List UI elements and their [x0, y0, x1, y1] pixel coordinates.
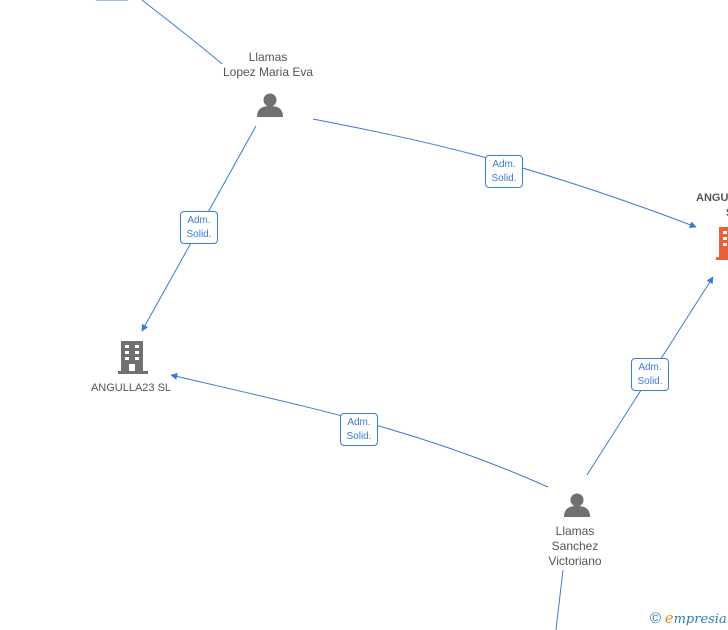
edge-label-top-to-left[interactable]: Adm. Solid.	[180, 211, 218, 244]
person-top-line1: Llamas	[248, 50, 288, 64]
brand-initial: e	[664, 609, 674, 627]
edge-label-type: Solid.	[491, 173, 517, 184]
copyright-symbol: ©	[650, 610, 662, 627]
company-right-line2: S	[696, 206, 728, 221]
edge-label-type: Solid.	[346, 431, 372, 442]
person-top-label: Llamas Lopez Maria Eva	[208, 50, 328, 80]
edge-top-left-offscreen	[141, 0, 223, 65]
edge-label-bottom-to-left[interactable]: Adm. Solid.	[340, 413, 378, 446]
building-icon-main[interactable]	[716, 227, 728, 260]
person-icon[interactable]	[564, 493, 590, 518]
edge-label-type: Solid.	[186, 229, 212, 240]
company-right-line1: ANGU	[696, 192, 728, 204]
company-right-label: ANGU S	[696, 191, 728, 221]
edge-label-top-to-right[interactable]: Adm. Solid.	[485, 155, 523, 188]
edge-label-bottom-to-right[interactable]: Adm. Solid.	[631, 358, 669, 391]
brand-watermark: © empresia	[650, 609, 727, 627]
edge-top-to-right-company	[312, 118, 697, 229]
edge-label-role: Adm.	[638, 362, 662, 373]
edge-label-type: Solid.	[637, 376, 663, 387]
edge-label-role: Adm.	[187, 215, 211, 226]
edge-bottom-offscreen	[555, 569, 564, 630]
person-bottom-line2: Sanchez	[551, 539, 599, 553]
person-top-line2: Lopez Maria Eva	[222, 65, 314, 79]
edge-label-role: Adm.	[347, 417, 371, 428]
person-bottom-label: Llamas Sanchez Victoriano	[525, 524, 625, 569]
company-left-label: ANGULLA23 SL	[90, 382, 172, 394]
building-icon[interactable]	[118, 341, 148, 374]
person-icon[interactable]	[257, 93, 283, 118]
person-bottom-line3: Victoriano	[548, 554, 602, 568]
edge-label-role: Adm.	[492, 159, 516, 170]
brand-name: mpresia	[673, 612, 727, 627]
person-bottom-line1: Llamas	[555, 524, 595, 538]
